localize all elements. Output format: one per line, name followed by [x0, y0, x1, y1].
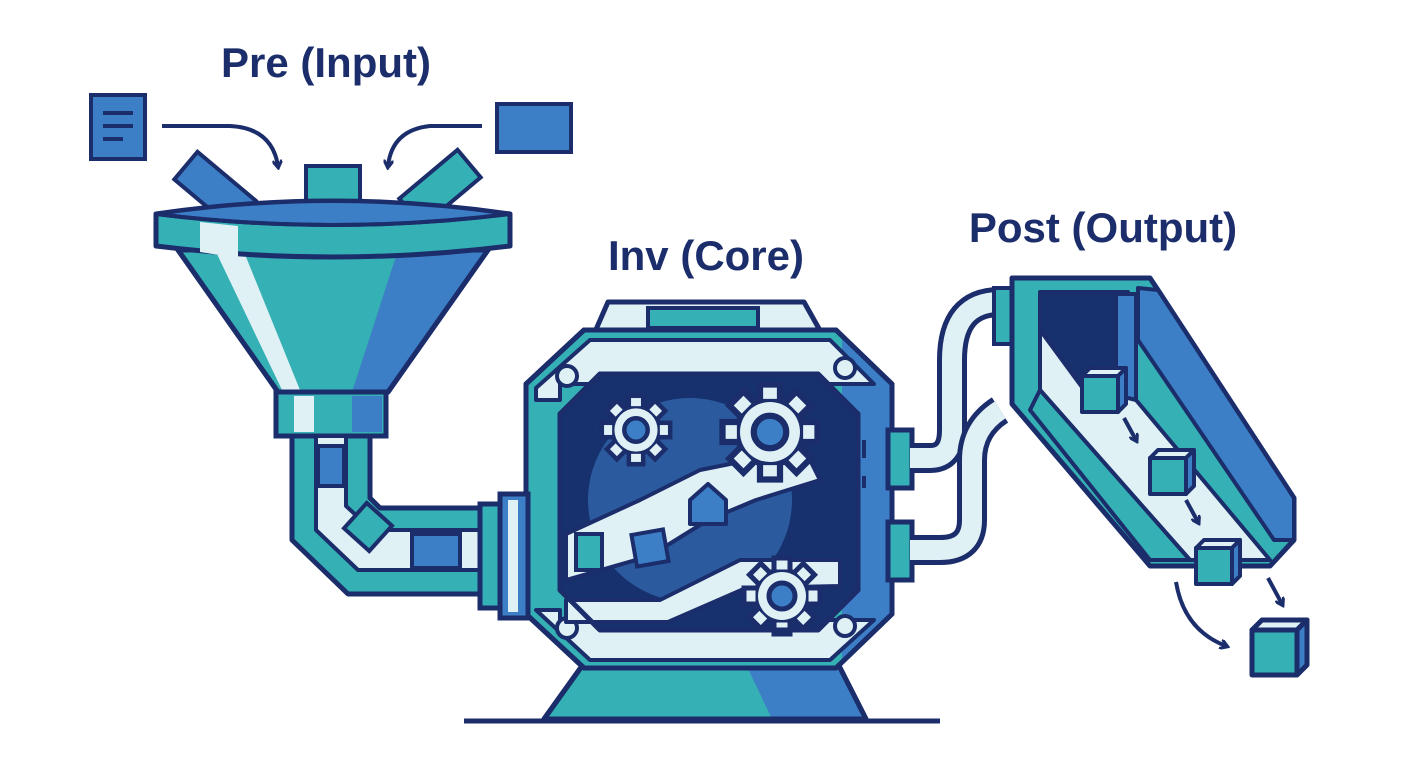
post-label: Post (Output): [969, 204, 1237, 251]
arrow-icon: [1122, 417, 1136, 440]
arrow-icon: [1174, 581, 1226, 646]
gear-icon: [744, 558, 820, 634]
gear-icon: [602, 396, 670, 464]
gear-icon: [723, 385, 818, 480]
core-machine: [477, 299, 915, 671]
cube-icon: [1194, 538, 1242, 586]
funnel-icon: [153, 146, 513, 439]
input-block-icon: [495, 102, 573, 154]
cube-icon: [1252, 620, 1307, 675]
chute-icon: [1009, 275, 1297, 586]
arrow-icon: [1184, 499, 1198, 522]
cube-icon: [1148, 448, 1196, 496]
inv-label: Inv (Core): [608, 232, 804, 279]
document-icon: [89, 93, 147, 161]
pre-label: Pre (Input): [221, 39, 431, 86]
arrow-icon: [388, 124, 482, 166]
cube-icon: [1080, 366, 1128, 414]
arrow-icon: [162, 124, 278, 166]
output-pipes: [910, 286, 1016, 565]
arrow-icon: [1266, 577, 1282, 604]
input-pipe: [289, 433, 503, 597]
